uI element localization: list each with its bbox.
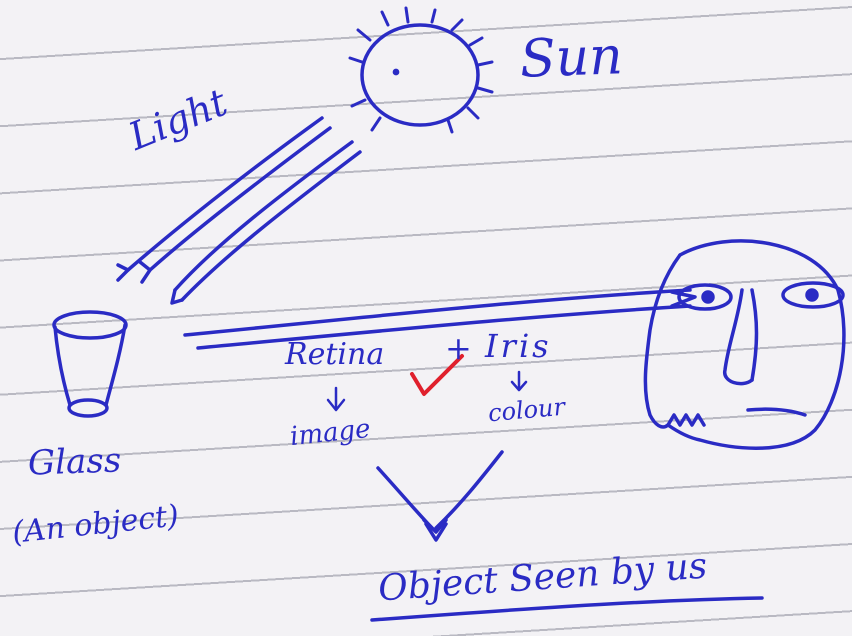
glass-icon <box>52 310 128 418</box>
sun-icon <box>348 6 494 134</box>
retina-down-arrow <box>326 386 346 412</box>
check-mark-icon <box>410 354 464 396</box>
reflected-light-ray <box>183 288 697 350</box>
glass-label: Glass <box>27 440 122 484</box>
retina-label: Retina <box>285 337 385 372</box>
light-rays-arrow <box>116 116 362 305</box>
colour-label: colour <box>486 392 567 428</box>
result-underline <box>370 596 764 622</box>
plus-sign: + <box>445 329 472 367</box>
iris-down-arrow <box>510 370 528 392</box>
iris-label: Iris <box>485 327 552 365</box>
sun-label: Sun <box>518 26 624 90</box>
image-label: image <box>288 413 372 453</box>
converging-lines <box>376 450 504 542</box>
face-icon <box>643 239 846 450</box>
